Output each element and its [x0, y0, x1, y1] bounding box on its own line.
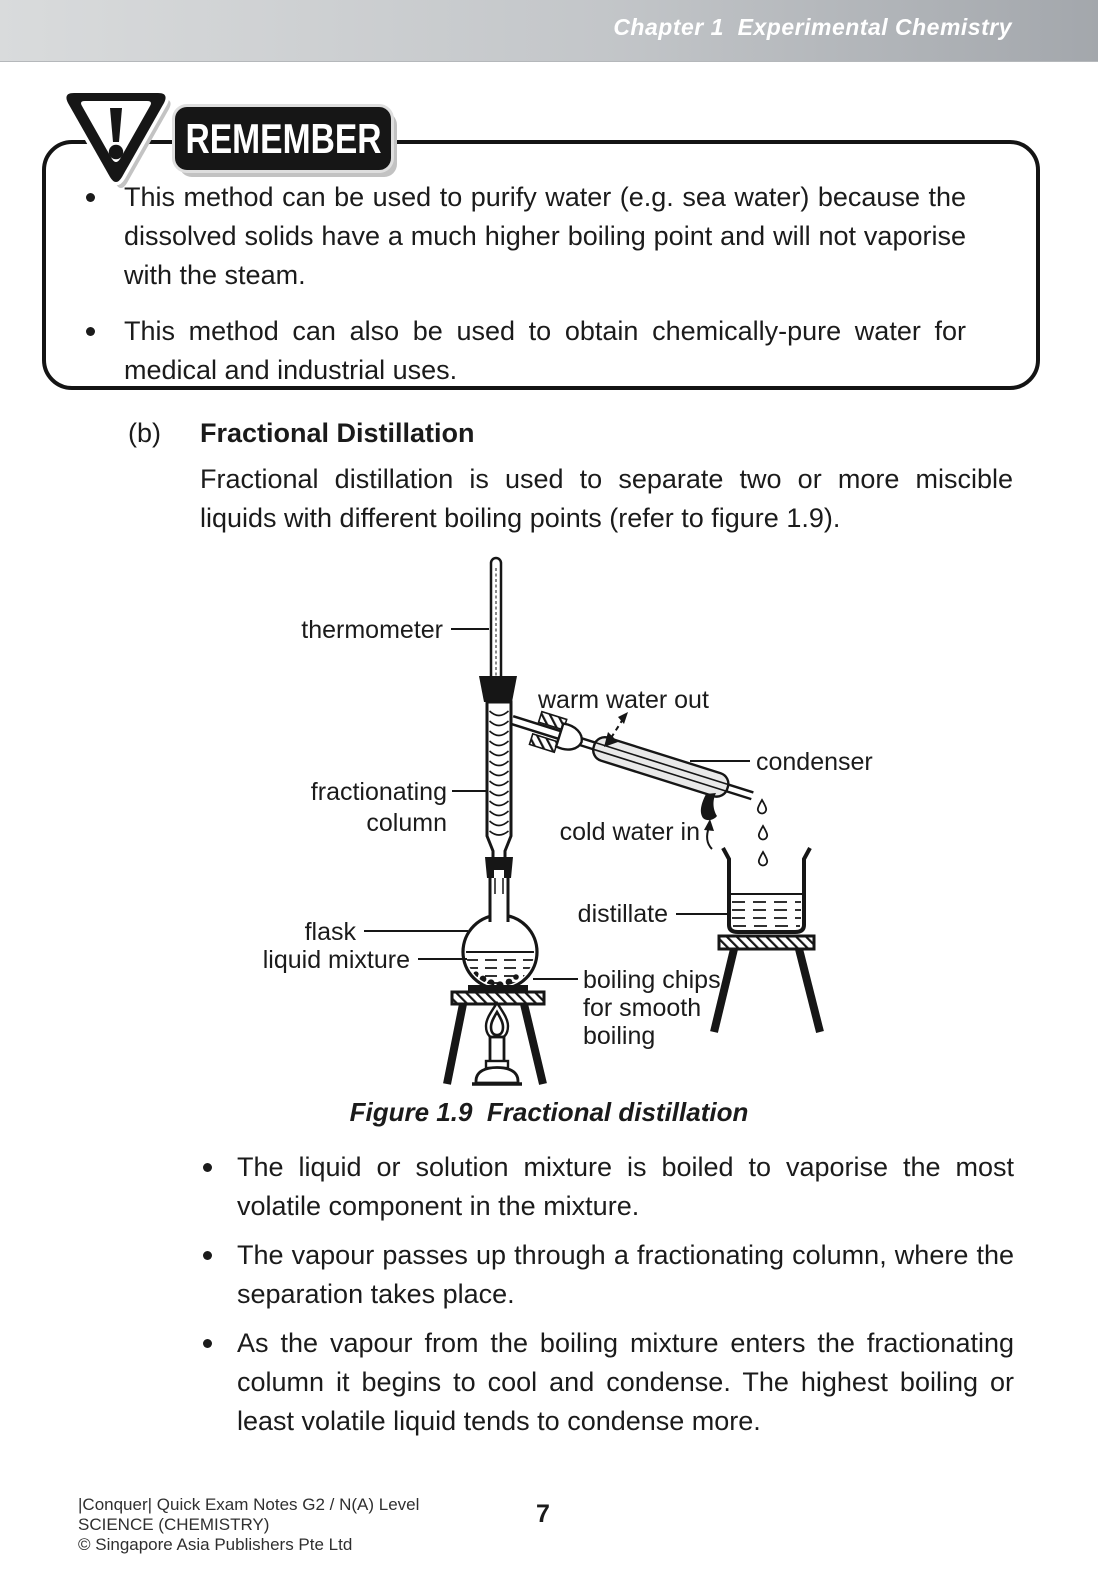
footer-series-title: |Conquer| Quick Exam Notes G2 / N(A) Lev… — [78, 1495, 420, 1514]
beaker — [721, 847, 812, 934]
remember-list: This method can be used to purify water … — [46, 144, 1036, 390]
remember-badge-label: REMEMBER — [185, 114, 382, 162]
fractional-distillation-diagram: thermometer fractionating column — [263, 556, 873, 1086]
distillate-label: distillate — [578, 900, 668, 928]
cold-water-in-arrow — [704, 819, 714, 850]
cold-water-in-label: cold water in — [560, 818, 700, 846]
warm-water-out-arrow — [604, 712, 628, 747]
remember-box: This method can be used to purify water … — [42, 140, 1040, 390]
chapter-header-bar: Chapter 1 Experimental Chemistry — [0, 0, 1098, 62]
distillate-droplets — [756, 799, 769, 867]
notes-list: The liquid or solution mixture is boiled… — [200, 1148, 1014, 1451]
warm-water-out-label: warm water out — [537, 686, 709, 714]
flame-icon — [484, 1000, 510, 1041]
liquid-mixture-label: liquid mixture — [263, 946, 410, 974]
section-intro: Fractional distillation is used to separ… — [200, 464, 1013, 533]
figure-caption: Figure 1.9 Fractional distillation — [349, 1097, 749, 1127]
beaker-stand — [710, 934, 824, 1033]
section-title: Fractional Distillation — [200, 418, 475, 448]
condenser — [510, 710, 754, 801]
page-number: 7 — [536, 1500, 550, 1528]
fractionating-column-label-line2: column — [366, 809, 447, 837]
remember-bullet-2: This method can also be used to obtain c… — [82, 312, 966, 390]
flask-label: flask — [305, 918, 357, 946]
note-bullet-1: The liquid or solution mixture is boiled… — [200, 1148, 1014, 1226]
section-label: (b) — [128, 418, 161, 448]
note-bullet-3: As the vapour from the boiling mixture e… — [200, 1324, 1014, 1441]
condenser-label: condenser — [756, 748, 873, 776]
joint-socket — [554, 722, 583, 751]
remember-badge: REMEMBER — [175, 107, 391, 170]
thermometer-label: thermometer — [301, 616, 443, 644]
footer: |Conquer| Quick Exam Notes G2 / N(A) Lev… — [78, 1495, 419, 1555]
distillate-liquid — [732, 901, 801, 927]
warning-triangle-icon — [63, 89, 171, 188]
chapter-title: Chapter 1 Experimental Chemistry — [613, 14, 1012, 40]
boiling-chips-label-line3: boiling — [583, 1022, 655, 1050]
footer-subject: SCIENCE (CHEMISTRY) — [78, 1515, 270, 1534]
boiling-chips-label-line1: boiling chips — [583, 966, 721, 994]
footer-copyright: © Singapore Asia Publishers Pte Ltd — [78, 1535, 353, 1554]
fractionating-column-label-line1: fractionating — [311, 778, 447, 806]
boiling-chips-label-line2: for smooth — [583, 994, 701, 1022]
flask — [461, 878, 539, 991]
remember-bullet-1: This method can be used to purify water … — [82, 178, 966, 295]
note-bullet-2: The vapour passes up through a fractiona… — [200, 1236, 1014, 1314]
fractionating-column — [479, 676, 517, 878]
cold-water-inlet-spout — [700, 793, 717, 821]
bunsen-burner — [472, 1000, 522, 1086]
